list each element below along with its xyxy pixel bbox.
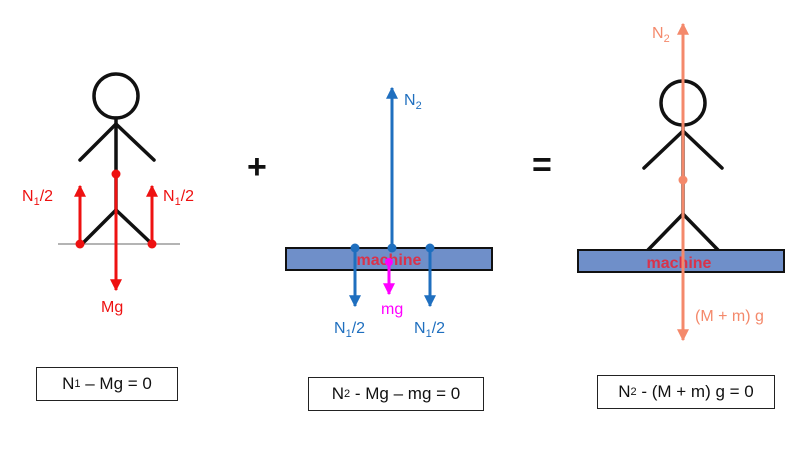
equals-operator: = [532,146,552,184]
eq-text: N [62,374,75,393]
label-mg: Mg [101,299,123,316]
contact-point-right [147,239,157,249]
label-n1-right-down: N1/2 [414,320,445,340]
machine-center-of-mass [385,258,393,266]
combined-center-of-mass [678,175,688,185]
label-n2: N2 [404,92,422,112]
label-n1-left: N1/2 [22,188,53,208]
label-total-weight: (M + m) g [695,308,764,325]
contact-point-right [425,243,435,253]
machine-plate [577,249,785,273]
person-panel: N1/2 N1/2 Mg [22,72,194,316]
contact-point-center [387,243,397,253]
label-n2-combined: N2 [652,25,670,45]
combined-panel: machine N2 (M + m) g [577,22,785,342]
eq-text: N [331,384,345,403]
eq-text: - Mg – mg = 0 [350,384,461,403]
label-n1-left-down: N1/2 [334,320,365,340]
eq-text: - (M + m) g = 0 [636,382,754,401]
contact-point-left [350,243,360,253]
plus-operator: + [247,148,267,186]
eq-text: – Mg = 0 [80,374,152,393]
stick-figure-person [78,72,156,246]
label-machine-weight: mg [381,301,403,318]
contact-point-left [75,239,85,249]
machine-panel: machine N2 N1/2 N1/2 mg [285,86,493,340]
eq-text: N [618,382,631,401]
label-n1-right: N1/2 [163,188,194,208]
center-of-mass-point [111,169,121,179]
machine-label: machine [647,255,712,272]
